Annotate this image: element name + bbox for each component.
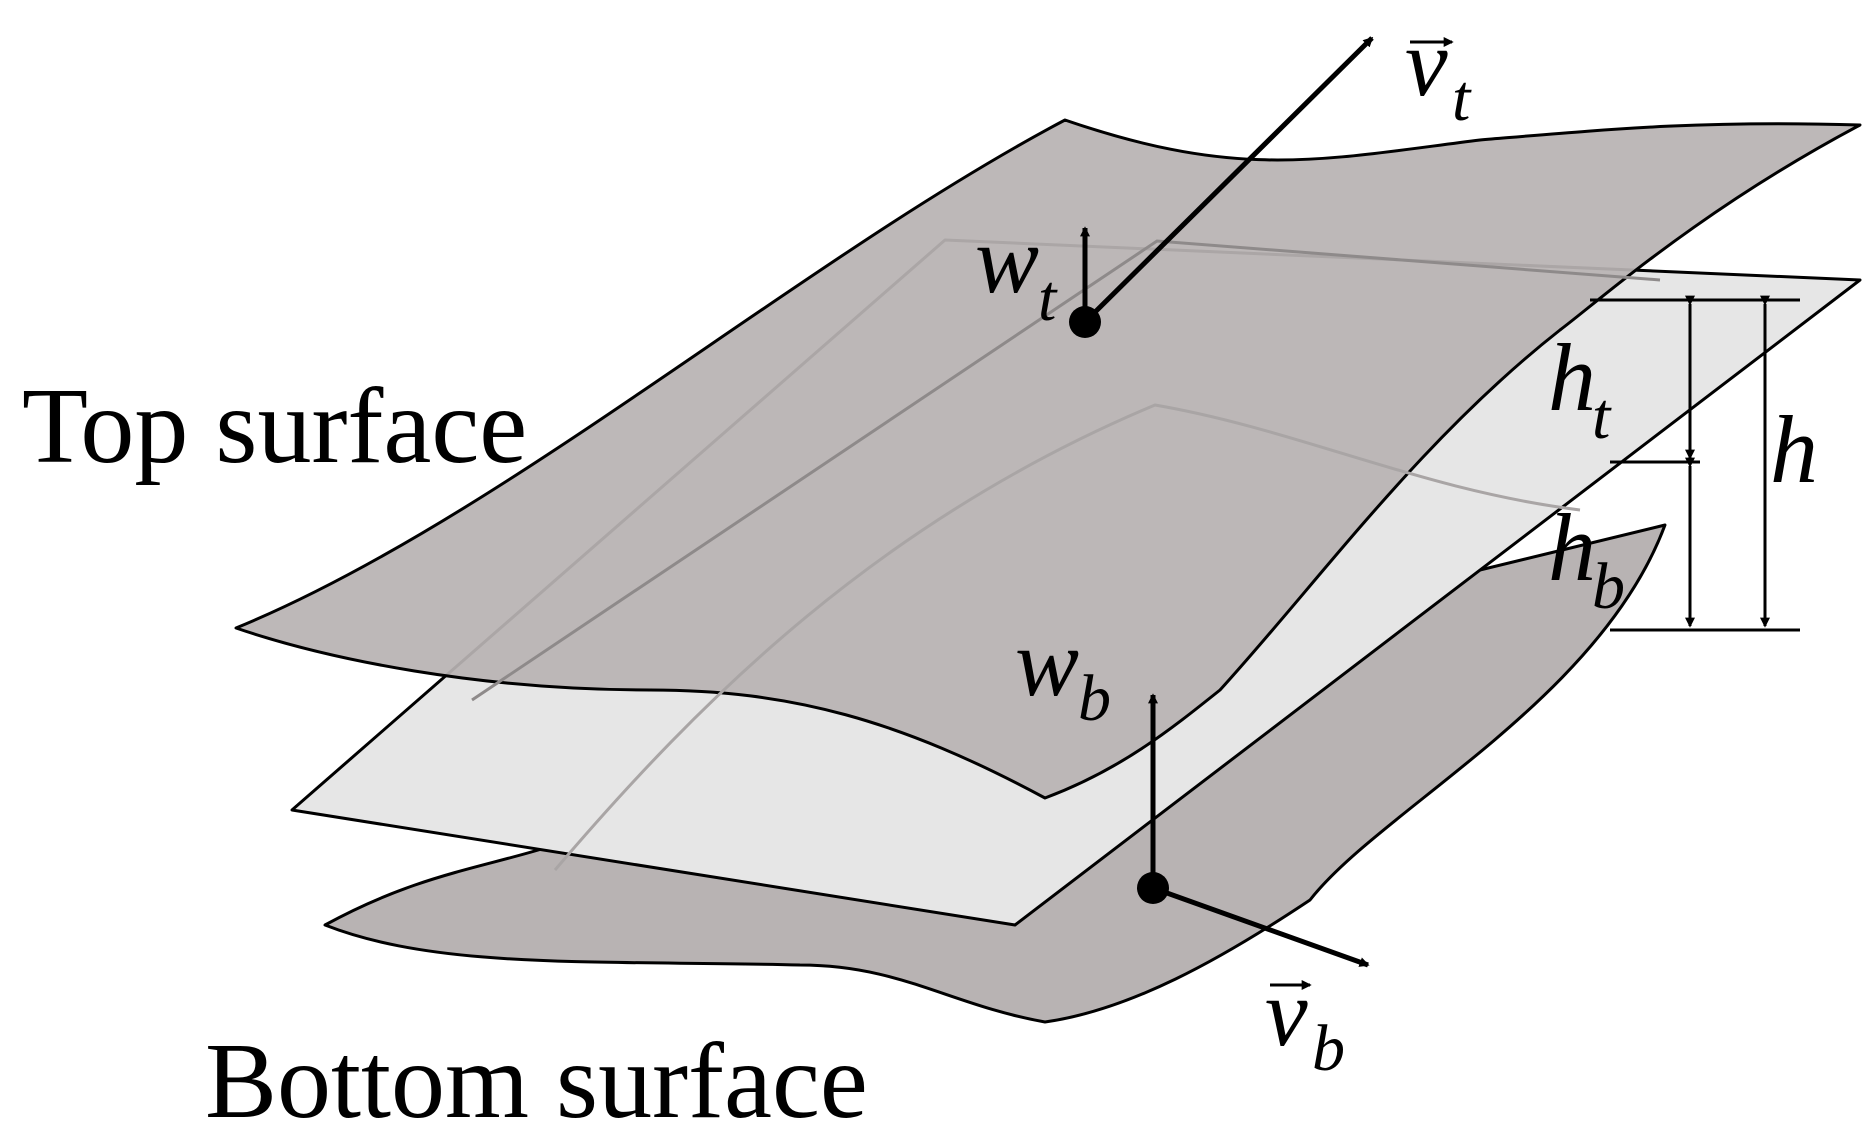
top-surface-sheet (234, 118, 1862, 800)
v-b-vector (1152, 885, 1370, 968)
h-label: h (1770, 396, 1818, 503)
mid-plane-hidden-edge (471, 239, 1661, 702)
v-t-label-base: v (1405, 9, 1448, 116)
h-t-label-base: h (1548, 324, 1596, 431)
bottom-surface-label: Bottom surface (205, 1022, 868, 1133)
top-surface-vectors (1069, 36, 1374, 338)
w-t-label-base: w (975, 206, 1039, 313)
h-t-label-sub: t (1592, 380, 1612, 453)
bottom-surface-hidden-edge (553, 403, 1581, 871)
w-b-label-base: w (1015, 609, 1079, 716)
h-b-label-base: h (1548, 494, 1596, 601)
w-t-label-sub: t (1038, 262, 1058, 335)
top-surface-label: Top surface (22, 367, 527, 486)
bottom-surface-point (1137, 872, 1169, 904)
v-t-label-sub: t (1452, 62, 1472, 135)
bottom-surface-vectors (1137, 693, 1370, 968)
h-b-label-sub: b (1592, 550, 1625, 623)
top-surface-point (1069, 306, 1101, 338)
v-t-vector (1083, 36, 1374, 324)
vector-overarrows (1270, 37, 1454, 990)
v-b-label-base: v (1265, 959, 1308, 1066)
v-b-label-sub: b (1312, 1012, 1345, 1085)
w-b-label-sub: b (1078, 662, 1111, 735)
thickness-dimensions (1590, 295, 1800, 632)
